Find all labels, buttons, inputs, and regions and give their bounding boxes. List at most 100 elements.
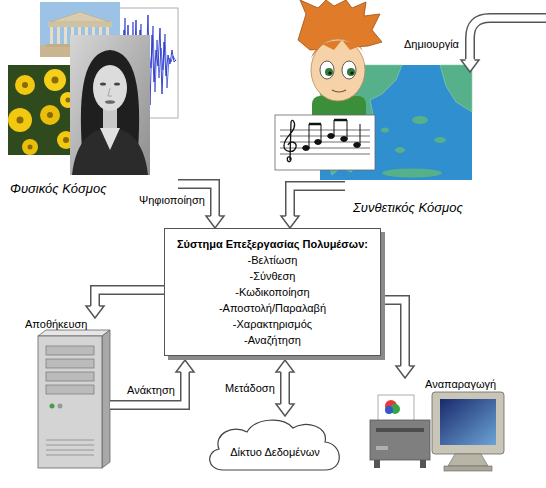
music-score xyxy=(303,146,310,151)
cartoon-character xyxy=(347,68,355,76)
portrait-photo xyxy=(105,100,115,104)
process-box: Σύστημα Επεξεργασίας Πολυμέσων:-Βελτίωση… xyxy=(164,228,381,356)
music-score xyxy=(315,140,322,145)
flowers-photo xyxy=(52,77,59,84)
printer xyxy=(370,395,430,468)
edge-label: Ψηφιοποίηση xyxy=(137,194,207,207)
cartoon-character xyxy=(332,90,346,92)
music-score xyxy=(354,143,361,148)
music-score xyxy=(321,124,322,142)
music-score xyxy=(303,120,361,150)
arrow-shaft xyxy=(385,300,405,367)
server-tower xyxy=(46,359,94,368)
process-label: Δημιουργία xyxy=(402,38,461,51)
printer xyxy=(374,460,380,468)
music-score xyxy=(275,115,375,170)
arrow-shaft xyxy=(280,371,290,405)
portrait-photo xyxy=(114,82,120,85)
creation-arrow xyxy=(470,18,546,60)
monitor xyxy=(444,466,492,471)
creation-arrow xyxy=(461,60,479,72)
function-item: -Κωδικοποίηση xyxy=(177,284,368,300)
function-item: -Βελτίωση xyxy=(177,252,368,268)
world-label: Συνθετικός Κόσμος xyxy=(353,200,510,215)
system-heading: Σύστημα Επεξεργασίας Πολυμέσων: xyxy=(177,236,368,252)
portrait-photo xyxy=(108,88,112,96)
greece-map xyxy=(381,128,389,133)
music-score xyxy=(360,124,361,145)
greece-map xyxy=(434,137,446,143)
hollow-arrow xyxy=(86,290,164,318)
cartoon-character xyxy=(342,61,356,79)
parthenon-photo xyxy=(48,22,112,27)
portrait-photo xyxy=(70,35,150,175)
portrait-photo xyxy=(72,128,148,175)
greece-map xyxy=(412,116,428,124)
cartoon-character xyxy=(298,0,382,130)
arrow-head xyxy=(176,360,194,372)
cartoon-character xyxy=(311,39,365,101)
greece-map xyxy=(440,65,472,112)
arrow-head xyxy=(276,404,294,416)
flowers-photo xyxy=(44,69,66,91)
flowers-photo xyxy=(47,112,53,118)
printer xyxy=(376,428,424,432)
server-tower xyxy=(46,385,94,394)
printer xyxy=(385,406,393,414)
music-score xyxy=(275,115,375,170)
arrow-head xyxy=(206,216,224,228)
server-tower xyxy=(46,440,94,441)
cartoon-character xyxy=(320,61,334,79)
monitor xyxy=(432,392,504,471)
creation-arrow xyxy=(461,18,546,72)
server-tower xyxy=(58,404,63,409)
flowers-photo xyxy=(28,145,33,150)
parthenon-photo xyxy=(57,27,60,45)
portrait-photo xyxy=(70,35,150,175)
arrow-head xyxy=(176,360,194,372)
synthetic-world-group: Συνθετικός Κόσμος xyxy=(345,0,510,215)
cartoon-character xyxy=(311,40,366,58)
monitor xyxy=(440,399,496,445)
arrow-shaft xyxy=(282,371,289,405)
server-tower xyxy=(46,450,94,451)
printer xyxy=(376,446,388,450)
server-tower xyxy=(46,445,94,446)
function-item: -Χαρακτηρισμός xyxy=(177,316,368,332)
cartoon-character xyxy=(350,71,353,74)
server-tower xyxy=(102,330,110,468)
greece-map xyxy=(382,169,442,178)
printer xyxy=(420,460,426,468)
node-label: Αναπαραγωγή xyxy=(425,378,510,391)
node-label: Αποθήκευση xyxy=(25,318,110,331)
edge-label: Ανάκτηση xyxy=(125,384,177,397)
server-tower xyxy=(46,372,94,381)
server-tower xyxy=(38,330,110,336)
flowers-photo xyxy=(15,75,35,95)
hollow-arrow xyxy=(276,360,294,416)
monitor xyxy=(448,454,488,466)
flowers-photo xyxy=(8,65,80,155)
music-score xyxy=(347,120,348,139)
arrow-head xyxy=(396,366,414,378)
monitor xyxy=(432,392,504,454)
server-tower xyxy=(38,336,102,468)
playback-devices: Αναπαραγωγή xyxy=(365,378,510,473)
cartoon-character xyxy=(325,68,333,76)
creation-arrow xyxy=(461,60,479,72)
cartoon-character xyxy=(328,71,331,74)
arrow-shaft xyxy=(95,290,164,307)
arrow-head xyxy=(206,216,224,228)
arrow-head xyxy=(276,360,294,372)
server-tower xyxy=(46,346,94,355)
printer xyxy=(370,420,430,460)
arrow-head xyxy=(276,404,294,416)
arrow-shaft xyxy=(110,371,185,405)
flowers-photo xyxy=(17,117,24,124)
creation-arrow xyxy=(470,18,546,59)
hollow-arrow xyxy=(110,360,194,405)
function-item: -Αποστολή/Παραλαβή xyxy=(177,300,368,316)
portrait-photo xyxy=(100,82,106,85)
hollow-arrow xyxy=(385,300,414,378)
